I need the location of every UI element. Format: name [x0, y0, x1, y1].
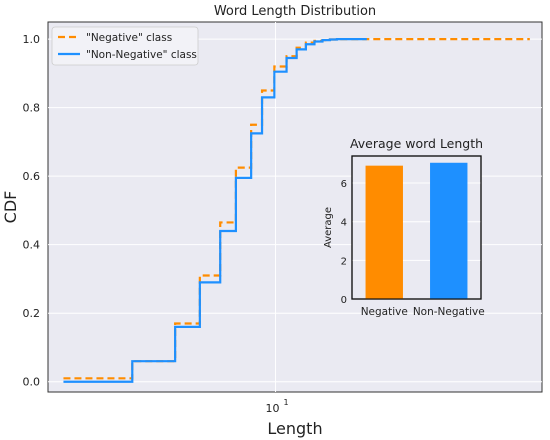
inset-frame	[351, 155, 482, 300]
inset-x-tick-label: Negative	[361, 306, 408, 318]
inset-y-tick-label: 6	[341, 179, 347, 190]
chart-title: Word Length Distribution	[214, 4, 376, 19]
y-tick-label: 0.2	[23, 307, 41, 320]
inset-x-tick-label: Non-Negative	[413, 306, 485, 318]
legend-box	[51, 26, 199, 66]
x-tick-label: 10	[266, 402, 280, 415]
y-tick-label: 0.8	[23, 102, 41, 115]
inset-y-tick-label: 4	[341, 218, 347, 229]
x-tick-exponent: 1	[284, 398, 289, 407]
y-axis-label: CDF	[1, 191, 20, 224]
y-tick-label: 0.0	[23, 376, 41, 389]
y-tick-label: 1.0	[23, 33, 41, 46]
plot-frame	[47, 21, 543, 393]
series-line-1	[63, 38, 367, 383]
inset-bar-1	[430, 162, 468, 299]
y-tick-label: 0.6	[23, 170, 41, 183]
inset-bar-0	[365, 165, 403, 299]
inset-title: Average word Length	[350, 136, 483, 151]
inset-y-tick-label: 0	[341, 295, 347, 306]
inset-y-axis-label: Average	[323, 207, 334, 248]
legend-label-1: "Non-Negative" class	[86, 49, 197, 61]
x-axis-label: Length	[267, 419, 322, 438]
y-tick-label: 0.4	[23, 239, 41, 252]
legend-label-0: "Negative" class	[86, 32, 172, 44]
inset-y-tick-label: 2	[341, 256, 347, 267]
legend: "Negative" class "Non-Negative" class	[51, 26, 199, 66]
